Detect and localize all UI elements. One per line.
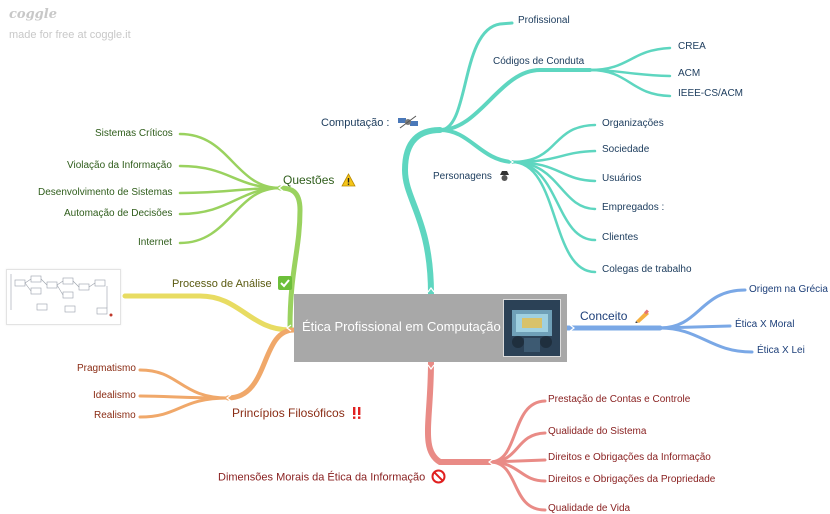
node-crea[interactable]: CREA — [678, 41, 706, 52]
node-idealismo[interactable]: Idealismo — [93, 390, 136, 401]
node-prestacao-contas[interactable]: Prestação de Contas e Controle — [548, 394, 691, 405]
connector-realismo — [138, 396, 230, 419]
warning-icon — [341, 173, 356, 189]
node-direitos-propriedade[interactable]: Direitos e Obrigações da Propriedade — [548, 474, 716, 485]
no-entry-icon — [431, 469, 446, 486]
node-etica-moral[interactable]: Ética X Moral — [735, 319, 795, 330]
node-violacao-informacao[interactable]: Violação da Informação — [67, 160, 172, 171]
node-desenvolvimento-sistemas[interactable]: Desenvolvimento de Sistemas — [38, 187, 173, 198]
connector-prestacao — [488, 399, 547, 464]
coggle-logo: coggle — [9, 7, 57, 22]
connector-computacao — [401, 127, 443, 297]
central-node[interactable]: Ética Profissional em Computação — [294, 294, 567, 362]
node-empregados[interactable]: Empregados : — [602, 202, 665, 213]
node-internet[interactable]: Internet — [138, 237, 172, 248]
node-usuarios[interactable]: Usuários — [602, 173, 642, 184]
connector-codigos — [438, 68, 592, 132]
branch-conceito[interactable]: Conceito — [580, 309, 650, 325]
node-direitos-informacao[interactable]: Direitos e Obrigações da Informação — [548, 452, 711, 463]
computer-room-image — [503, 299, 561, 357]
flowchart-thumbnail-image — [10, 274, 113, 317]
node-qualidade-sistema[interactable]: Qualidade do Sistema — [548, 426, 647, 437]
connector-qualidade-vida — [488, 460, 547, 512]
node-sociedade[interactable]: Sociedade — [602, 144, 650, 155]
node-realismo[interactable]: Realismo — [94, 410, 136, 421]
node-sistemas-criticos[interactable]: Sistemas Críticos — [95, 128, 173, 139]
computer-room-icon — [504, 300, 560, 356]
node-pragmatismo[interactable]: Pragmatismo — [77, 363, 136, 374]
central-title: Ética Profissional em Computação — [302, 319, 501, 334]
connector-ieee — [588, 68, 672, 98]
node-acm[interactable]: ACM — [678, 68, 701, 79]
connector-qualidade-sistema — [488, 431, 547, 464]
node-organizacoes[interactable]: Organizações — [602, 118, 664, 129]
branch-questoes[interactable]: Questões — [283, 173, 356, 189]
connector-etica-lei — [658, 326, 754, 354]
connector-colegas — [510, 160, 597, 274]
node-etica-lei[interactable]: Ética X Lei — [757, 345, 805, 356]
branch-processo-analise[interactable]: Processo de Análise — [172, 276, 292, 292]
check-icon — [277, 276, 292, 292]
detective-icon — [498, 169, 511, 184]
connector-profissional — [438, 21, 514, 132]
node-profissional[interactable]: Profissional — [518, 15, 570, 26]
connector-questoes — [277, 185, 303, 331]
double-exclamation-icon — [351, 406, 363, 422]
connector-origem — [658, 288, 747, 330]
node-codigos-conduta[interactable]: Códigos de Conduta — [493, 56, 585, 67]
node-automacao-decisoes[interactable]: Automação de Decisões — [64, 208, 173, 219]
connector-dimensoes — [424, 359, 493, 465]
connector-principios — [225, 327, 297, 401]
node-personagens[interactable]: Personagens — [433, 169, 511, 184]
connector-processo — [122, 293, 293, 333]
node-qualidade-vida[interactable]: Qualidade de Vida — [548, 503, 631, 514]
pencil-icon — [634, 309, 650, 325]
satellite-icon — [396, 114, 420, 132]
node-ieee[interactable]: IEEE-CS/ACM — [678, 88, 744, 99]
flowchart-thumbnail[interactable] — [6, 269, 121, 325]
branch-dimensoes-morais[interactable]: Dimensões Morais da Ética da Informação — [218, 469, 446, 486]
connector-clientes — [510, 160, 597, 242]
watermark-tagline: made for free at coggle.it — [9, 29, 131, 41]
node-origem-grecia[interactable]: Origem na Grécia — [749, 284, 828, 295]
connector-sistemas-criticos — [178, 132, 282, 190]
connector-organizacoes — [510, 123, 597, 164]
connector-internet — [178, 186, 282, 245]
branch-computacao[interactable]: Computação : — [321, 114, 420, 132]
node-colegas[interactable]: Colegas de trabalho — [602, 264, 692, 275]
connector-crea — [588, 46, 672, 72]
connector-pragmatismo — [138, 368, 230, 400]
node-clientes[interactable]: Clientes — [602, 232, 639, 243]
branch-principios-filosoficos[interactable]: Princípios Filosóficos — [232, 406, 363, 422]
connector-personagens — [438, 128, 514, 164]
